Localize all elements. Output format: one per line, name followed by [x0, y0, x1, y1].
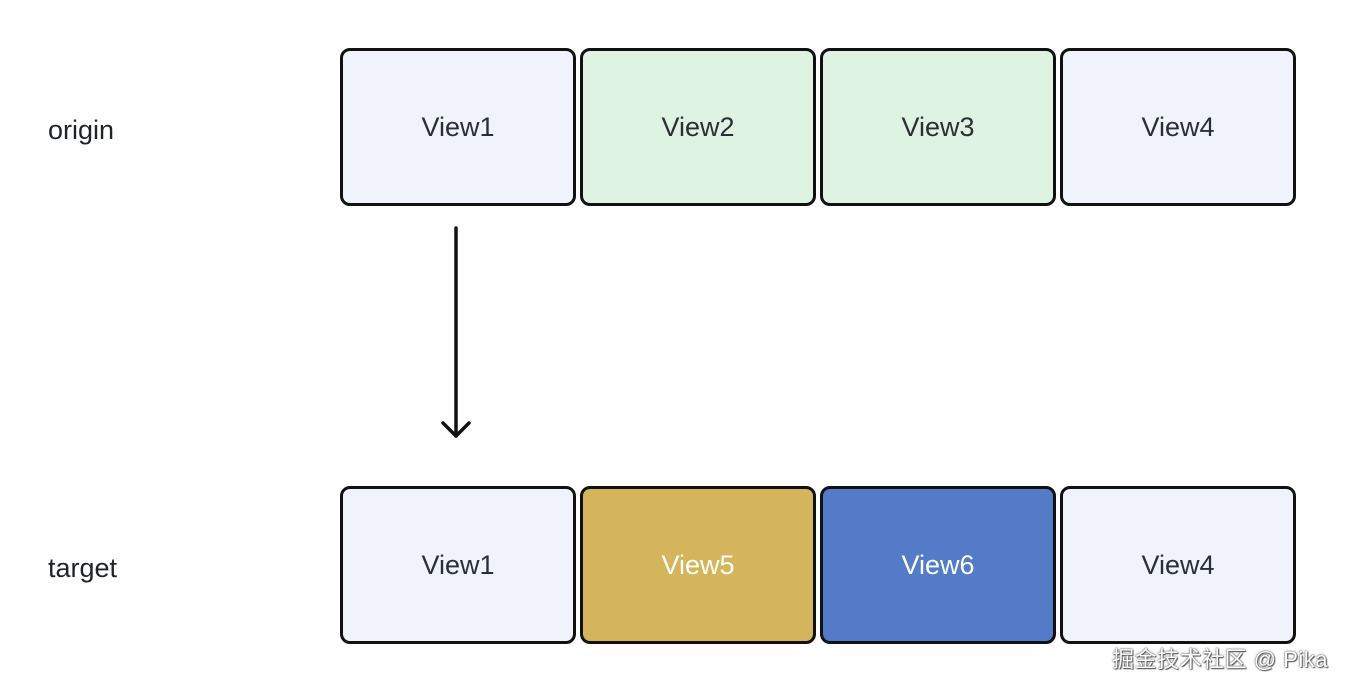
- target-view6-box: View6: [820, 486, 1056, 644]
- origin-row-label: origin: [48, 115, 115, 145]
- origin-view2-box: View2: [580, 48, 816, 206]
- target-row-label: target: [48, 553, 118, 583]
- origin-view3-box: View3: [820, 48, 1056, 206]
- origin-row: View1 View2 View3 View4: [340, 48, 1296, 206]
- arrow-down-icon: [441, 226, 471, 438]
- origin-view4-box: View4: [1060, 48, 1296, 206]
- target-view1-box: View1: [340, 486, 576, 644]
- origin-view1-box: View1: [340, 48, 576, 206]
- watermark: 掘金技术社区 @ Pika: [1112, 647, 1328, 672]
- target-view4-box: View4: [1060, 486, 1296, 644]
- target-row: View1 View5 View6 View4: [340, 486, 1296, 644]
- target-view5-box: View5: [580, 486, 816, 644]
